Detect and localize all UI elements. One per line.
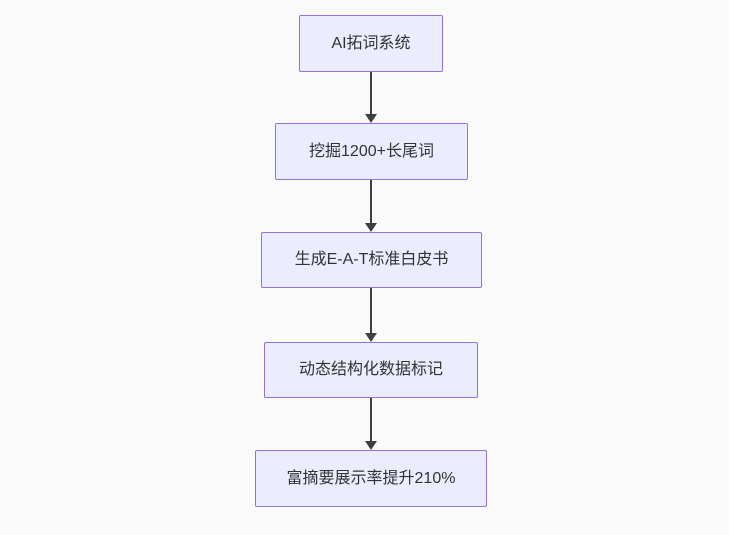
edge-line bbox=[370, 180, 372, 224]
node-label: 生成E-A-T标准白皮书 bbox=[294, 251, 449, 269]
flow-node-mine-longtail-keywords: 挖掘1200+长尾词 bbox=[275, 123, 468, 180]
arrowhead-down-icon bbox=[365, 333, 377, 342]
arrowhead-down-icon bbox=[365, 441, 377, 450]
edge-arrow-4 bbox=[364, 398, 378, 450]
flow-node-ai-word-expansion-system: AI拓词系统 bbox=[299, 15, 443, 72]
edge-arrow-3 bbox=[364, 288, 378, 342]
edge-arrow-1 bbox=[364, 72, 378, 123]
edge-line bbox=[370, 398, 372, 442]
node-label: AI拓词系统 bbox=[331, 34, 411, 52]
arrowhead-down-icon bbox=[365, 114, 377, 123]
node-label: 动态结构化数据标记 bbox=[298, 361, 443, 379]
flow-node-generate-eat-whitepaper: 生成E-A-T标准白皮书 bbox=[261, 232, 482, 288]
node-label: 挖掘1200+长尾词 bbox=[309, 142, 434, 160]
edge-line bbox=[370, 288, 372, 334]
flow-node-dynamic-structured-data-markup: 动态结构化数据标记 bbox=[264, 342, 478, 398]
edge-arrow-2 bbox=[364, 180, 378, 232]
arrowhead-down-icon bbox=[365, 223, 377, 232]
edge-line bbox=[370, 72, 372, 115]
flow-node-rich-snippet-rate-increase: 富摘要展示率提升210% bbox=[255, 450, 487, 507]
node-label: 富摘要展示率提升210% bbox=[286, 469, 456, 487]
